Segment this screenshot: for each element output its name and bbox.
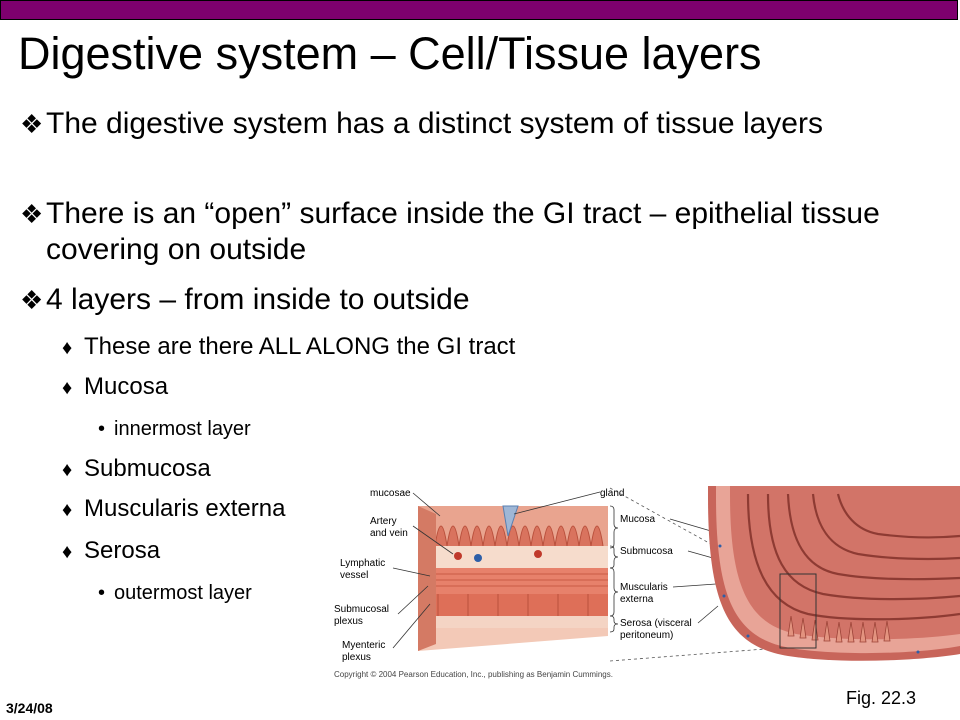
diamond-small-icon: ♦	[62, 337, 73, 359]
label-gland: gland	[600, 488, 624, 499]
label-vessel: vessel	[340, 570, 368, 581]
figure-copyright: Copyright © 2004 Pearson Education, Inc.…	[334, 670, 613, 679]
diamond-small-icon: ♦	[62, 541, 73, 563]
label-mucosae: mucosae	[370, 488, 411, 499]
diamond-bullet-icon: ❖	[20, 285, 44, 315]
label-artery: Artery	[370, 516, 397, 527]
slide-date: 3/24/08	[6, 700, 53, 716]
label-serosa: Serosa (visceral	[620, 618, 692, 629]
label-submucosal: Submucosal	[334, 604, 389, 615]
label-plexus: plexus	[334, 616, 363, 627]
label-lymphatic: Lymphatic	[340, 558, 385, 569]
label-and-vein: and vein	[370, 528, 408, 539]
sub-sub-bullet-outermost: • outermost layer	[98, 580, 252, 606]
bullet-3: ❖ 4 layers – from inside to outside	[20, 282, 920, 318]
slide-title: Digestive system – Cell/Tissue layers	[18, 28, 762, 79]
sub-bullet-text: Muscularis externa	[84, 495, 286, 522]
sub-bullet-text: Mucosa	[84, 373, 169, 400]
diamond-bullet-icon: ❖	[20, 199, 44, 229]
dot-bullet-icon: •	[98, 418, 106, 440]
label-peritoneum: peritoneum)	[620, 630, 673, 641]
label-mucosa: Mucosa	[620, 514, 655, 525]
tissue-block-diagram	[418, 505, 608, 651]
label-externa: externa	[620, 594, 654, 605]
gi-tract-tissue-figure: mucosae Artery and vein Lymphatic vessel…	[318, 486, 960, 686]
sub-bullet-text: Serosa	[84, 537, 161, 564]
label-submucosa: Submucosa	[620, 546, 673, 557]
sub-bullet-all-along: ♦ These are there ALL ALONG the GI tract	[62, 332, 515, 363]
diamond-bullet-icon: ❖	[20, 109, 44, 139]
sub-bullet-text: Submucosa	[84, 455, 211, 482]
diamond-small-icon: ♦	[62, 459, 73, 481]
diamond-small-icon: ♦	[62, 499, 73, 521]
sub-bullet-submucosa: ♦ Submucosa	[62, 454, 211, 485]
bullet-1-text: The digestive system has a distinct syst…	[46, 107, 823, 140]
sub-bullet-text: These are there ALL ALONG the GI tract	[84, 333, 516, 360]
sub-bullet-muscularis: ♦ Muscularis externa	[62, 494, 285, 525]
sub-sub-bullet-text: innermost layer	[114, 418, 251, 440]
bullet-1: ❖ The digestive system has a distinct sy…	[20, 106, 920, 142]
intestine-cutaway	[708, 486, 960, 661]
bullet-3-text: 4 layers – from inside to outside	[46, 283, 470, 316]
sub-bullet-serosa: ♦ Serosa	[62, 536, 160, 567]
figure-caption: Fig. 22.3	[846, 688, 917, 708]
dot-bullet-icon: •	[98, 582, 106, 604]
label-plexus-2: plexus	[342, 652, 371, 663]
sub-bullet-mucosa: ♦ Mucosa	[62, 372, 168, 403]
bullet-2-text: There is an “open” surface inside the GI…	[46, 197, 880, 266]
label-myenteric: Myenteric	[342, 640, 385, 651]
label-muscularis: Muscularis	[620, 582, 668, 593]
sub-sub-bullet-innermost: • innermost layer	[98, 416, 251, 442]
sub-sub-bullet-text: outermost layer	[114, 582, 252, 604]
top-accent-bar	[0, 0, 958, 20]
diamond-small-icon: ♦	[62, 377, 73, 399]
bullet-2: ❖ There is an “open” surface inside the …	[20, 196, 920, 268]
